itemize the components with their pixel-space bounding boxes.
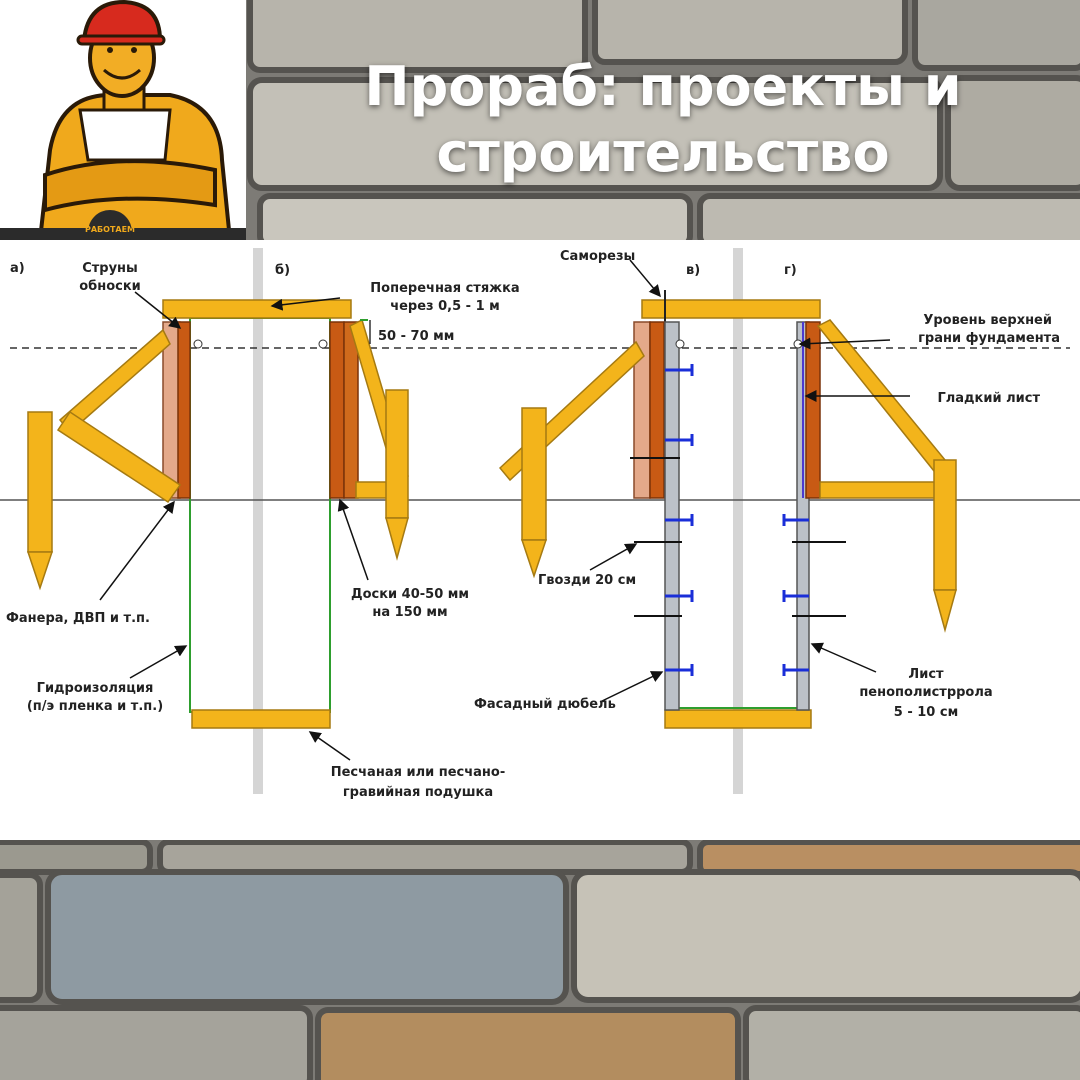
formwork-board	[805, 321, 821, 499]
label-strings-line1: Струны	[82, 261, 138, 276]
formwork-diagram: а) б) в) г) Струны обноски Поперечная ст…	[0, 240, 1080, 840]
formwork-board	[177, 321, 191, 499]
label-level-line1: Уровень верхней	[923, 313, 1052, 328]
string-marker	[193, 339, 203, 349]
facade-dowels	[665, 364, 809, 676]
label-sheet-line1: Лист	[908, 667, 944, 682]
label-level-line2: грани фундамента	[918, 331, 1060, 346]
title-line-2: строительство	[436, 121, 890, 184]
stake	[27, 411, 53, 553]
foam-insulation-sheet	[664, 321, 680, 711]
stake-tip	[26, 551, 54, 591]
nails	[630, 457, 846, 617]
sand-cushion	[664, 709, 812, 729]
foreman-mascot-icon	[0, 0, 246, 240]
label-tie-line2: через 0,5 - 1 м	[390, 299, 500, 314]
brace	[355, 481, 389, 499]
panel-label-b: б)	[275, 263, 290, 278]
label-boards-line1: Доски 40-50 мм	[351, 587, 469, 602]
label-sheet-line2: пенополистррола	[859, 685, 992, 700]
panel-divider	[733, 248, 743, 794]
title-line-1: Прораб: проекты и	[364, 55, 962, 118]
label-plywood: Фанера, ДВП и т.п.	[6, 611, 150, 626]
stake-tip	[385, 517, 409, 561]
leader-lines	[99, 259, 910, 761]
stake-tip	[933, 589, 957, 633]
string-marker	[318, 339, 328, 349]
stake-tip	[520, 539, 548, 579]
panel-label-v: в)	[686, 263, 700, 278]
label-screws: Саморезы	[560, 249, 635, 264]
string-marker	[675, 339, 685, 349]
formwork-drawing: а) б) в) г) Струны обноски Поперечная ст…	[0, 248, 1080, 800]
logo-badge-text: РАБОТАЕМ	[85, 225, 135, 234]
foreman-logo: РАБОТАЕМ	[0, 0, 246, 240]
label-sheet-line3: 5 - 10 см	[894, 705, 958, 720]
label-cushion-line1: Песчаная или песчано-	[331, 765, 506, 780]
panel-label-g: г)	[784, 263, 797, 278]
label-tie-line1: Поперечная стяжка	[370, 281, 519, 296]
panel-label-a: а)	[10, 261, 25, 276]
stake	[385, 389, 409, 519]
label-dowel: Фасадный дюбель	[474, 697, 616, 712]
brace	[56, 410, 182, 504]
stake	[933, 459, 957, 591]
sand-cushion	[191, 709, 331, 729]
label-nails: Гвозди 20 см	[538, 573, 636, 588]
label-cushion-line2: гравийная подушка	[343, 785, 493, 800]
label-waterproof-line2: (п/э пленка и т.п.)	[27, 699, 163, 714]
label-strings-line2: обноски	[79, 279, 141, 294]
panel-divider	[253, 248, 263, 794]
label-boards-line2: на 150 мм	[372, 605, 447, 620]
label-smooth-sheet: Гладкий лист	[937, 391, 1040, 406]
cross-tie	[162, 299, 352, 319]
label-gap: 50 - 70 мм	[378, 329, 454, 344]
formwork-board	[343, 321, 359, 499]
label-waterproof-line1: Гидроизоляция	[37, 681, 154, 696]
cross-tie	[641, 299, 821, 319]
brace	[819, 481, 939, 499]
formwork-board	[329, 321, 345, 499]
page-title: Прораб: проекты и строительство	[246, 0, 1080, 240]
stake	[521, 407, 547, 541]
formwork-board	[649, 321, 665, 499]
